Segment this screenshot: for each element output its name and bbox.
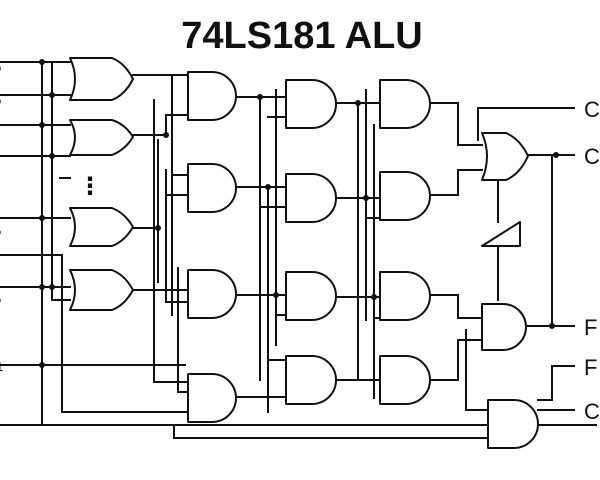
- or-gate-3: [69, 207, 134, 247]
- and-gate-2b: [187, 163, 237, 213]
- output-label-c3: C: [584, 399, 600, 424]
- stage2-and-gates: [187, 71, 237, 423]
- output-label-c2: C: [584, 144, 600, 169]
- and-gate-2a: [187, 71, 237, 121]
- input-label-1: o: [0, 60, 1, 75]
- input-label-5: ₀: [0, 222, 1, 237]
- and-gate-3b: [285, 173, 337, 223]
- right-labels: C C F F C: [584, 97, 600, 424]
- input-label-6: ₀: [0, 290, 1, 305]
- and-gate-3c: [285, 271, 337, 321]
- and-gate-2d: [187, 373, 237, 423]
- and-gate-c-out: [487, 399, 539, 449]
- output-label-f2: F: [584, 355, 597, 380]
- buffer-triangle: [481, 221, 521, 247]
- and-gate-4d: [379, 355, 431, 405]
- input-label-7: 1: [0, 359, 3, 374]
- and-gate-4a: [379, 79, 431, 129]
- input-label-2: o: [0, 93, 1, 108]
- diagram-title: 74LS181 ALU: [181, 15, 422, 57]
- output-gates: [481, 132, 539, 449]
- or-gate-2: [69, 119, 134, 156]
- output-label-f1: F: [584, 315, 597, 340]
- stage4-and-gates: [379, 79, 431, 405]
- or-gate-1: [69, 57, 134, 101]
- and-gate-3d: [285, 355, 337, 405]
- output-label-c1: C: [584, 97, 600, 122]
- junction-dots: [39, 59, 559, 368]
- stage1-or-gates: ⋮: [69, 57, 134, 311]
- and-gate-3a: [285, 79, 337, 129]
- and-gate-4b: [379, 171, 431, 221]
- or-gate-4: [69, 269, 134, 311]
- or-gate-carry: [481, 132, 529, 181]
- stage3-and-gates: [285, 79, 337, 405]
- and-gate-f: [481, 303, 527, 351]
- ellipsis-mark: ⋮: [78, 172, 102, 200]
- and-gate-2c: [187, 269, 237, 319]
- and-gate-4c: [379, 271, 431, 321]
